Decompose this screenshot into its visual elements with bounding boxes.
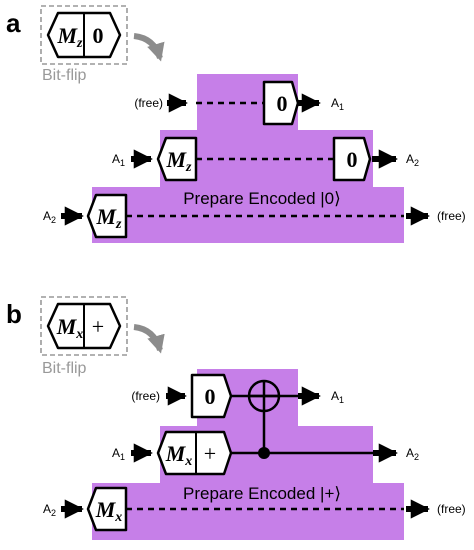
panel-a-legend: Mz 0 Bit-flip [40,5,165,84]
legend-caption: Bit-flip [42,360,87,377]
legend-dashed-border [40,296,128,356]
measure-gate-label: Mz [165,147,192,175]
input-label-a2: A2 [43,209,56,225]
encoding-region [92,74,404,243]
input-label-free: (free) [134,96,163,110]
prep-gate-0 [262,80,300,126]
output-label-a1: A1 [331,389,344,405]
measure-gate-label: Mx [95,497,123,525]
input-label-a1: A1 [112,152,125,168]
panel-b-letter: b [6,299,22,329]
output-label-a1: A1 [331,96,344,112]
prep-gate-label: 0 [347,147,358,172]
prep-gate-label: 0 [277,91,288,116]
output-label-a2: A2 [406,152,419,168]
legend-prep-label: 0 [93,23,104,48]
legend-measure-label: Mz [56,23,83,51]
input-label-a1: A1 [112,446,125,462]
panel-a: a Mz 0 Bit-flip (free) 0 A1 A1 [6,5,466,243]
curved-arrow-icon [133,33,165,62]
row-1: (free) 0 A1 [131,373,344,419]
measure-gate-mz [156,136,198,182]
row-3: A2 Mz (free) [43,193,466,239]
panel-b: b Mx + Bit-flip (free) 0 A1 [6,296,466,540]
panel-b-legend: Mx + Bit-flip [40,296,165,377]
input-label-free: (free) [131,389,160,403]
row-2: A1 Mz 0 A2 [112,136,419,182]
region-title: Prepare Encoded |0⟩ [183,189,341,208]
row-1: (free) 0 A1 [134,80,344,126]
legend-dashed-border [40,5,128,65]
measure-gate-mz [86,193,128,239]
panel-a-letter: a [6,8,21,38]
curved-arrow-icon [133,324,165,354]
prep-gate-0 [332,136,372,182]
legend-measure-label: Mx [56,314,84,342]
prep-gate-label: + [204,441,216,466]
measure-prep-gate-mx [156,430,233,476]
cnot-control-dot-icon [258,447,270,459]
legend-caption: Bit-flip [42,67,87,84]
measure-gate-label: Mz [95,204,122,232]
measure-gate-label: Mx [165,441,193,469]
measure-gate-mx [86,486,128,532]
encoding-region [92,369,404,540]
legend-prep-label: + [92,314,104,339]
output-label-free: (free) [437,209,466,223]
output-label-free: (free) [437,502,466,516]
region-title: Prepare Encoded |+⟩ [183,484,341,503]
row-3: A2 Mx (free) [43,486,466,532]
prep-gate-0 [190,373,233,419]
prep-gate-label: 0 [205,384,216,409]
input-label-a2: A2 [43,502,56,518]
output-label-a2: A2 [406,446,419,462]
row-2: A1 Mx + A2 [112,430,419,476]
